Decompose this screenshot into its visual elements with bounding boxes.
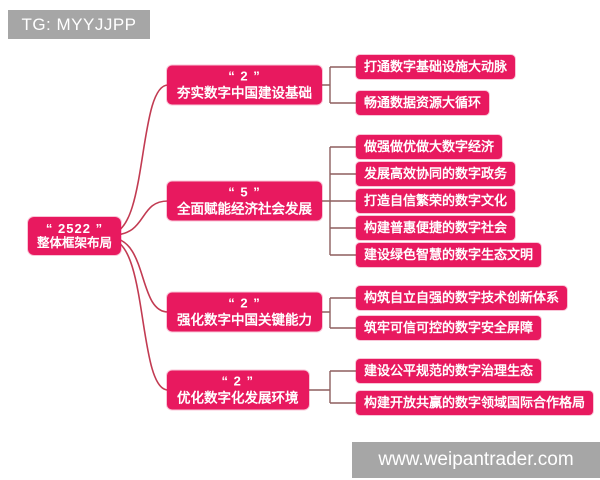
bracket-branch-4 — [298, 370, 356, 404]
leaf-node: 筑牢可信可控的数字安全屏障 — [356, 316, 542, 340]
leaf-node: 畅通数据资源大循环 — [356, 91, 490, 115]
branch-label: 优化数字化发展环境 — [177, 390, 299, 406]
leaf-node: 构建开放共赢的数字领域国际合作格局 — [356, 391, 594, 415]
root-count: “ 2522 ” — [45, 221, 104, 236]
leaf-node: 建设绿色智慧的数字生态文明 — [356, 243, 542, 267]
curve-root-branch-2 — [111, 200, 169, 236]
leaf-node: 打造自信繁荣的数字文化 — [356, 189, 516, 213]
branch-count: “ 2 ” — [228, 68, 261, 84]
leaf-node: 建设公平规范的数字治理生态 — [356, 359, 542, 383]
branch-count: “ 2 ” — [228, 295, 261, 311]
watermark-telegram: TG: MYYJJPP — [8, 10, 150, 39]
root-label: 整体框架布局 — [37, 236, 113, 250]
root-node: “ 2522 ” 整体框架布局 — [28, 217, 122, 255]
branch-node-1: “ 2 ” 夯实数字中国建设基础 — [167, 65, 322, 105]
curve-root-branch-3 — [111, 237, 169, 313]
branch-count: “ 5 ” — [228, 184, 261, 200]
curve-root-branch-1 — [111, 84, 169, 234]
branch-label: 全面赋能经济社会发展 — [177, 201, 312, 217]
leaf-node: 做强做优做大数字经济 — [356, 135, 503, 159]
branch-node-4: “ 2 ” 优化数字化发展环境 — [167, 370, 309, 410]
branch-label: 夯实数字中国建设基础 — [177, 85, 312, 101]
curve-root-branch-4 — [111, 239, 169, 391]
leaf-node: 构建普惠便捷的数字社会 — [356, 216, 516, 240]
branch-label: 强化数字中国关键能力 — [177, 312, 312, 328]
leaf-node: 构筑自立自强的数字技术创新体系 — [356, 286, 568, 310]
branch-node-2: “ 5 ” 全面赋能经济社会发展 — [167, 181, 322, 221]
leaf-node: 打通数字基础设施大动脉 — [356, 55, 516, 79]
branch-node-3: “ 2 ” 强化数字中国关键能力 — [167, 292, 322, 332]
leaf-node: 发展高效协同的数字政务 — [356, 162, 516, 186]
watermark-website: www.weipantrader.com — [352, 442, 600, 478]
branch-count: “ 2 ” — [221, 373, 254, 389]
